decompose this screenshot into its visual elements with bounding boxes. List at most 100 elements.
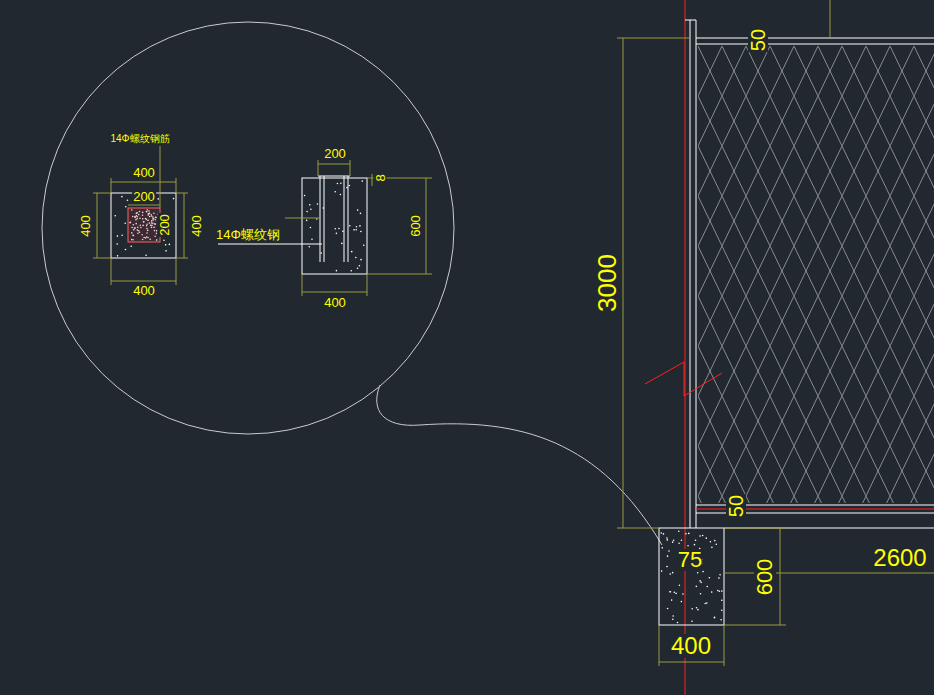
concrete-dot	[673, 592, 675, 594]
concrete-dot	[151, 224, 153, 226]
concrete-dot	[151, 227, 153, 229]
dimension-text: 3000	[594, 253, 620, 313]
concrete-dot	[142, 212, 144, 214]
concrete-dot	[714, 617, 716, 619]
concrete-dot	[169, 244, 171, 246]
concrete-dot	[334, 228, 336, 230]
concrete-dot	[306, 220, 308, 222]
concrete-dot	[137, 229, 139, 231]
concrete-dot	[336, 270, 338, 272]
concrete-dot	[152, 218, 154, 220]
concrete-dot	[360, 231, 362, 233]
concrete-dot	[132, 235, 134, 237]
concrete-dot	[149, 238, 151, 240]
concrete-dot	[334, 191, 336, 193]
concrete-dot	[150, 214, 152, 216]
concrete-dot	[145, 237, 147, 239]
concrete-dot	[140, 227, 142, 229]
concrete-dot	[139, 224, 141, 226]
concrete-dot	[134, 217, 136, 219]
concrete-dot	[694, 544, 696, 546]
concrete-dot	[146, 211, 148, 213]
concrete-dot	[137, 226, 139, 228]
concrete-dot	[154, 230, 156, 232]
dimension-text: 400	[79, 214, 92, 238]
concrete-dot	[697, 572, 699, 574]
concrete-dot	[153, 212, 155, 214]
concrete-dot	[661, 570, 663, 572]
concrete-dot	[714, 617, 716, 619]
concrete-dot	[679, 584, 681, 586]
dimension-text: 14Φ螺纹钢筋	[109, 134, 170, 144]
concrete-dot	[709, 577, 711, 579]
concrete-dot	[355, 257, 357, 259]
concrete-dot	[702, 571, 704, 573]
concrete-dot	[666, 566, 668, 568]
concrete-dot	[706, 586, 708, 588]
concrete-dot	[695, 539, 697, 541]
concrete-dot	[145, 218, 147, 220]
concrete-dot	[146, 225, 148, 227]
concrete-dot	[133, 229, 135, 231]
concrete-dot	[117, 235, 119, 237]
concrete-dot	[114, 215, 116, 217]
concrete-dot	[696, 607, 698, 609]
concrete-dot	[121, 234, 123, 236]
concrete-dot	[691, 608, 693, 610]
detail-circle	[42, 22, 454, 434]
concrete-dot	[721, 599, 723, 601]
concrete-dot	[715, 543, 717, 545]
concrete-dot	[146, 223, 148, 225]
concrete-dot	[151, 222, 153, 224]
dimension-text: 200	[158, 213, 171, 237]
concrete-dot	[131, 239, 133, 241]
concrete-dot	[138, 214, 140, 216]
concrete-dot	[663, 533, 665, 535]
concrete-dot	[320, 252, 322, 254]
concrete-dot	[672, 618, 674, 620]
concrete-dot	[149, 212, 151, 214]
concrete-dot	[360, 259, 362, 261]
concrete-dot	[306, 211, 308, 213]
concrete-dot	[117, 255, 119, 257]
concrete-dot	[310, 227, 312, 229]
concrete-dot	[163, 239, 165, 241]
concrete-dot	[667, 608, 669, 610]
concrete-dot	[317, 203, 319, 205]
concrete-dot	[145, 219, 147, 221]
concrete-dot	[152, 223, 154, 225]
concrete-dot	[672, 572, 674, 574]
concrete-dot	[697, 609, 699, 611]
concrete-dot	[678, 542, 680, 544]
concrete-dot	[138, 230, 140, 232]
concrete-dot	[139, 217, 141, 219]
concrete-dot	[143, 221, 145, 223]
concrete-dot	[143, 237, 145, 239]
concrete-dot	[309, 204, 311, 206]
concrete-dot	[142, 214, 144, 216]
dimension-text: 50	[748, 28, 768, 52]
concrete-dot	[672, 541, 674, 543]
concrete-dot	[134, 216, 136, 218]
concrete-dot	[165, 250, 167, 252]
concrete-dot	[147, 220, 149, 222]
dimension-text: 600	[409, 214, 422, 238]
concrete-dot	[141, 234, 143, 236]
concrete-dot	[132, 216, 134, 218]
concrete-dot	[359, 265, 361, 267]
concrete-dot	[687, 545, 689, 547]
concrete-dot	[137, 233, 139, 235]
concrete-dot	[148, 213, 150, 215]
concrete-dot	[691, 620, 693, 622]
concrete-dot	[718, 577, 720, 579]
concrete-dot	[131, 232, 133, 234]
concrete-dot	[157, 198, 159, 200]
concrete-dot	[125, 206, 127, 208]
dimension-text: 600	[754, 558, 776, 597]
dimension-text: 400	[132, 284, 156, 297]
concrete-dot	[133, 224, 135, 226]
concrete-dot	[136, 216, 138, 218]
concrete-dot	[670, 591, 672, 593]
concrete-dot	[127, 199, 129, 201]
